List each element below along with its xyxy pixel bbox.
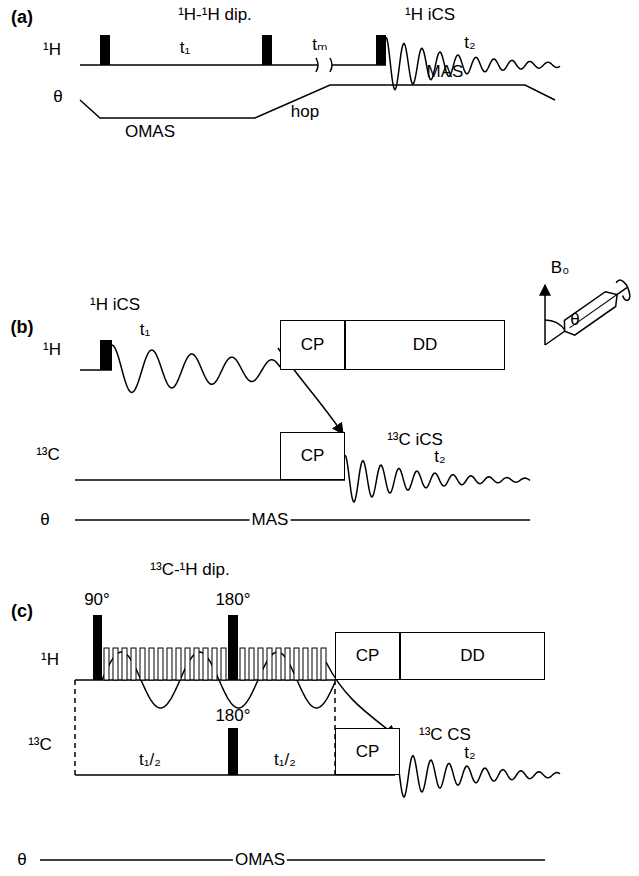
pulse-block: DD — [345, 320, 505, 370]
block-label: CP — [301, 335, 325, 355]
sequence-label: θ — [51, 88, 64, 107]
sequence-label: ¹³C-¹H dip. — [148, 561, 231, 580]
sequence-label: MAS — [250, 511, 291, 530]
pulse-block: DD — [400, 632, 545, 680]
decoupling-window — [258, 648, 263, 680]
decoupling-window — [176, 648, 181, 680]
sequence-label: tₘ — [310, 36, 329, 55]
block-label: DD — [460, 646, 485, 666]
windowed-decoupling — [104, 648, 326, 680]
sequence-label: t₂ — [462, 744, 477, 763]
decoupling-window — [131, 648, 136, 680]
sequence-label: hop — [289, 103, 321, 122]
sequence-label: OMAS — [233, 851, 287, 870]
block-label: DD — [413, 335, 438, 355]
sequence-label: t₁/₂ — [137, 751, 163, 770]
sequence-label: t₁ — [138, 321, 152, 340]
decoupling-window — [267, 648, 272, 680]
sequence-label: B₀ — [549, 259, 571, 278]
sequence-label: ¹³C CS — [417, 726, 473, 745]
decoupling-window — [249, 648, 254, 680]
sequence-label: ¹H — [41, 341, 63, 360]
block-label: CP — [356, 646, 380, 666]
sequence-label: θ — [568, 311, 581, 330]
sequence-label: ¹H iCS — [403, 6, 457, 25]
fid-waves — [102, 37, 560, 797]
sequence-label: ¹H — [39, 651, 61, 670]
sequence-label: t₁/₂ — [272, 751, 298, 770]
sequence-label: ¹H iCS — [88, 296, 142, 315]
decoupling-window — [140, 648, 145, 680]
decoupling-window — [221, 648, 226, 680]
decoupling-window — [122, 648, 127, 680]
sequence-label: 180° — [213, 707, 252, 726]
sequence-label: θ — [38, 511, 51, 530]
sequence-label: OMAS — [123, 123, 177, 142]
pulse-block: CP — [280, 320, 345, 370]
sequence-label: ¹³C iCS — [385, 431, 445, 450]
block-label: CP — [301, 446, 325, 466]
sequence-label: t₁ — [178, 39, 192, 58]
pulse-block: CP — [280, 432, 345, 480]
sequence-label: t₂ — [462, 34, 477, 53]
decoupling-window — [149, 648, 154, 680]
pulse-block: CP — [335, 728, 400, 775]
baselines — [40, 58, 634, 860]
sequence-label: ¹H — [41, 41, 63, 60]
sequence-label: t₂ — [432, 448, 447, 467]
decoupling-window — [194, 648, 199, 680]
decoupling-window — [203, 648, 208, 680]
sequence-label: ¹H-¹H dip. — [176, 6, 254, 25]
decoupling-window — [240, 648, 245, 680]
decoupling-window — [294, 648, 299, 680]
sequence-label: 180° — [213, 591, 252, 610]
waveform — [102, 652, 335, 708]
decoupling-window — [312, 648, 317, 680]
decoupling-window — [104, 648, 109, 680]
decoupling-window — [285, 648, 290, 680]
sequence-label: ¹³C — [34, 446, 62, 465]
decoupling-window — [185, 648, 190, 680]
decoupling-window — [321, 648, 326, 680]
decoupling-window — [303, 648, 308, 680]
panel-letter: (b) — [9, 318, 36, 338]
decoupling-window — [158, 648, 163, 680]
panel-letter: (a) — [9, 8, 35, 28]
decoupling-window — [167, 648, 172, 680]
sequence-label: θ — [15, 851, 28, 870]
sequence-label: 90° — [82, 591, 112, 610]
sequence-label: ¹³C — [26, 736, 54, 755]
waveform — [112, 345, 280, 392]
waveform — [395, 750, 560, 797]
pulse-block: CP — [335, 632, 400, 680]
sequence-label: MAS — [425, 63, 466, 82]
decoupling-window — [113, 648, 118, 680]
panel-letter: (c) — [9, 602, 35, 622]
decoupling-window — [212, 648, 217, 680]
block-label: CP — [356, 742, 380, 762]
decoupling-window — [276, 648, 281, 680]
